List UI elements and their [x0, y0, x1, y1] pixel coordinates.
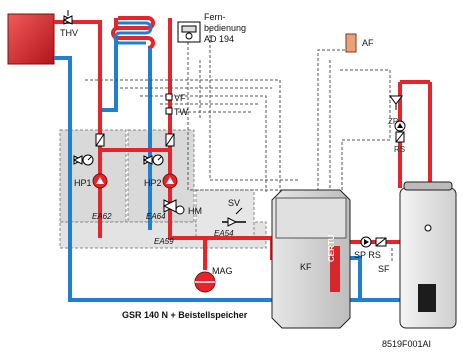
mixing-valve-hm — [162, 199, 185, 215]
label-boiler-brand: CERTU — [327, 234, 336, 262]
label-tw: TW — [174, 107, 188, 117]
label-ea54: EA54 — [214, 229, 234, 238]
boiler-gsr140n — [271, 189, 351, 329]
check-valve-rs-top — [395, 131, 405, 143]
thermostatic-valve-thv — [62, 10, 74, 25]
valve-hp2 — [142, 155, 154, 165]
remote-control-ad194 — [177, 21, 201, 43]
figure-code: 8519F001AI — [382, 339, 431, 349]
label-thv: THV — [60, 28, 78, 38]
label-hp2: HP2 — [144, 178, 162, 188]
floor-heating-coil — [111, 16, 155, 50]
valve-hp1 — [72, 155, 84, 165]
sensor-tw — [165, 107, 173, 115]
caption: GSR 140 N + Beistellspeicher — [122, 310, 248, 320]
tap-icon — [389, 95, 403, 110]
pump-hp1 — [92, 173, 108, 189]
label-ea62: EA62 — [92, 212, 112, 221]
label-zp: ZP — [388, 117, 398, 126]
pump-sp — [360, 236, 372, 248]
label-vf: VF — [174, 93, 186, 103]
check-valve-ea62 — [95, 133, 105, 147]
pump-hp2 — [162, 173, 178, 189]
gauge-hp2 — [152, 154, 164, 166]
label-sp-rs: SP RS — [354, 250, 381, 260]
label-sf: SF — [378, 264, 390, 274]
label-hp1: HP1 — [74, 178, 92, 188]
label-fernbedienung-line3: AD 194 — [204, 34, 234, 44]
check-valve-rs-bottom — [375, 237, 387, 247]
label-fernbedienung-line2: bedienung — [204, 23, 246, 33]
label-hm: HM — [188, 206, 202, 216]
pump-zp — [394, 120, 406, 132]
label-sv: SV — [228, 198, 240, 208]
label-kf: KF — [300, 262, 312, 272]
outdoor-sensor-af — [345, 33, 357, 53]
radiator — [7, 13, 55, 65]
label-af: AF — [362, 38, 374, 48]
gauge-hp1 — [82, 154, 94, 166]
label-fernbedienung-line1: Fern- — [204, 12, 226, 22]
mag-expansion-vessel — [194, 271, 216, 293]
label-ea64: EA64 — [146, 212, 166, 221]
sensor-vf — [165, 93, 173, 101]
label-rs-top: RS — [394, 145, 405, 154]
check-valve-ea64 — [165, 133, 175, 147]
safety-valve-sv — [222, 207, 246, 227]
label-ea59: EA59 — [154, 237, 174, 246]
storage-tank — [399, 181, 457, 329]
label-mag: MAG — [212, 266, 233, 276]
